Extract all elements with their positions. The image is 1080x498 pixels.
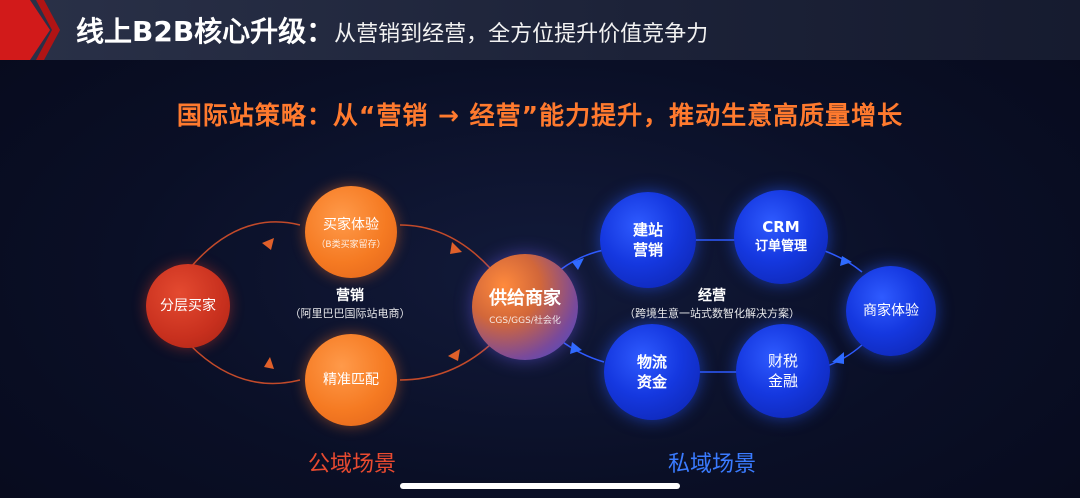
arrow-left-bottom-2 xyxy=(448,349,460,361)
arrow-right-6 xyxy=(570,342,582,354)
left-loop-top-2 xyxy=(399,224,491,269)
marketing-label: 营销 （阿里巴巴国际站电商） xyxy=(280,285,420,321)
node-site-marketing: 建站 营销 xyxy=(600,192,696,288)
page-subtitle: 从营销到经营，全方位提升价值竞争力 xyxy=(334,22,709,47)
header-bar xyxy=(0,0,1080,60)
page-title: 线上B2B核心升级：从营销到经营，全方位提升价值竞争力 xyxy=(76,10,708,50)
right-loop-1 xyxy=(559,249,605,271)
node-logistics-line1: 物流 xyxy=(636,353,667,371)
node-tiered-buyers-label: 分层买家 xyxy=(160,298,216,314)
node-merchant-experience: 商家体验 xyxy=(846,266,936,356)
node-buyer-experience: 买家体验 （B类买家留存） xyxy=(305,186,397,278)
left-loop-bottom xyxy=(189,344,301,385)
arrow-right-1 xyxy=(572,258,584,270)
page-title-main: 线上B2B核心升级： xyxy=(76,15,335,48)
arrow-right-4 xyxy=(832,352,844,364)
operations-title: 经营 xyxy=(698,288,726,304)
operations-sub: （跨境生意一站式数智化解决方案） xyxy=(624,307,800,320)
arrow-left-top xyxy=(262,238,274,250)
node-crm-line2: 订单管理 xyxy=(754,239,807,254)
node-tax-finance-line1: 财税 xyxy=(767,352,798,370)
operations-label: 经营 （跨境生意一站式数智化解决方案） xyxy=(612,285,812,321)
node-tiered-buyers: 分层买家 xyxy=(146,264,230,348)
arrow-right-3 xyxy=(840,256,852,266)
node-precise-matching-label: 精准匹配 xyxy=(323,372,379,388)
node-supplier: 供给商家 CGS/GGS/社会化 xyxy=(472,254,578,360)
arrow-left-bottom xyxy=(264,357,274,369)
node-supplier-label: 供给商家 xyxy=(489,287,561,309)
strategy-headline: 国际站策略：从“营销 → 经营”能力提升，推动生意高质量增长 xyxy=(176,101,904,130)
public-scene-label: 公域场景 xyxy=(308,452,397,477)
node-buyer-experience-sub: （B类买家留存） xyxy=(316,239,386,250)
header-accent-shape xyxy=(0,0,60,60)
node-logistics: 物流 资金 xyxy=(604,324,700,420)
node-buyer-experience-label: 买家体验 xyxy=(323,216,379,233)
node-supplier-sub: CGS/GGS/社会化 xyxy=(489,315,561,326)
left-loop-top xyxy=(189,221,301,269)
node-precise-matching: 精准匹配 xyxy=(305,334,397,426)
node-logistics-line2: 资金 xyxy=(636,373,667,391)
node-merchant-experience-label: 商家体验 xyxy=(863,303,919,319)
marketing-title: 营销 xyxy=(336,288,364,304)
home-indicator-bar[interactable] xyxy=(400,483,680,489)
node-tax-finance-line2: 金融 xyxy=(767,372,798,390)
node-tax-finance: 财税 金融 xyxy=(736,324,830,418)
node-site-marketing-line2: 营销 xyxy=(632,241,663,259)
left-loop-bottom-2 xyxy=(399,344,491,381)
node-crm-line1: CRM xyxy=(762,218,800,236)
arrow-left-top-2 xyxy=(450,242,462,254)
right-loop-6 xyxy=(559,339,605,363)
node-crm: CRM 订单管理 xyxy=(734,190,828,284)
marketing-sub: （阿里巴巴国际站电商） xyxy=(289,307,411,320)
node-site-marketing-line1: 建站 xyxy=(632,221,663,239)
private-scene-label: 私域场景 xyxy=(668,452,757,477)
